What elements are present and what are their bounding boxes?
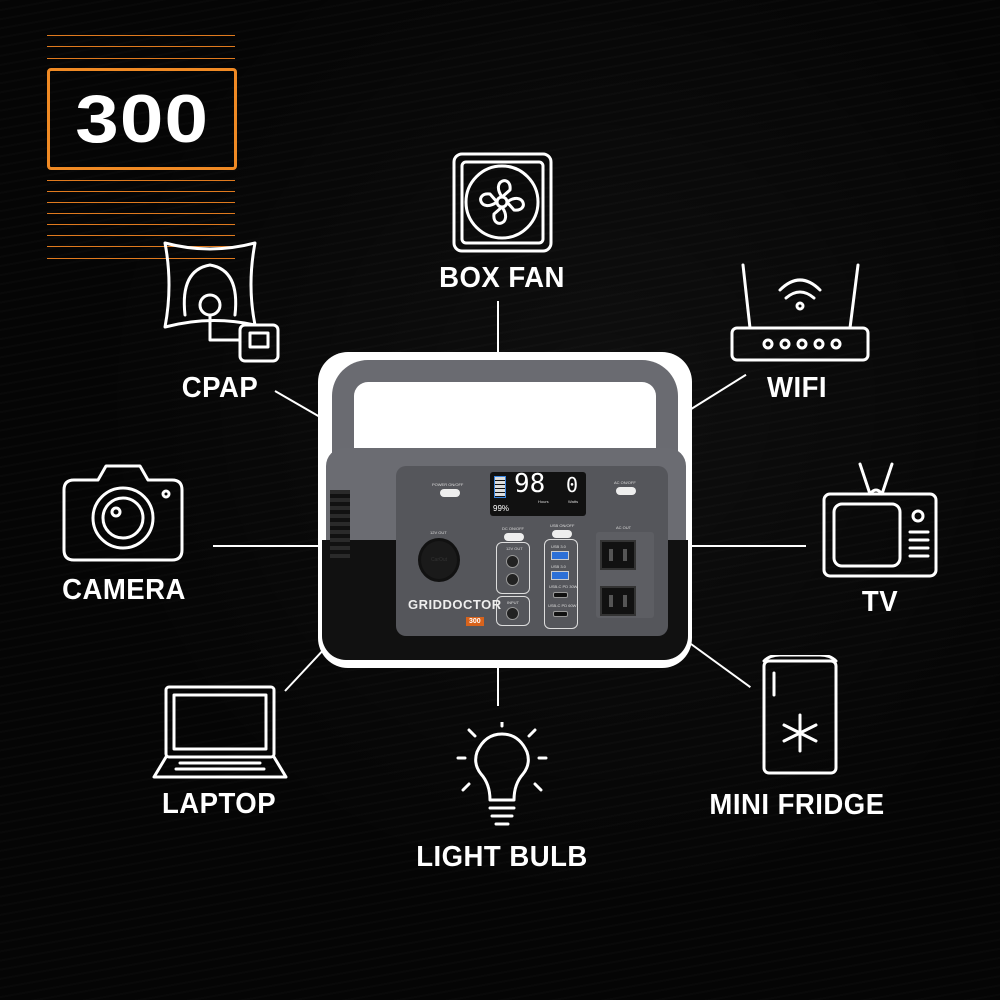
tv-icon [822,462,938,578]
car-socket[interactable]: CarOut [418,538,460,582]
label-tv: TV [861,586,899,618]
usbc1-label: USB-C PD 30W [549,584,578,589]
box-fan-icon [452,152,553,253]
light-bulb-icon [456,722,548,826]
cpap-icon [163,241,280,363]
label-wifi: WIFI [766,372,828,404]
usb-onoff-label: USB ON/OFF [550,523,575,528]
usb-a-port[interactable] [551,571,569,580]
usb-c-port[interactable] [553,611,568,617]
dc-out-label: 12V OUT [506,546,523,551]
lcd-display: 98 Hours 0 Watts 99% [490,469,586,516]
dc-port-group: 12V OUT [496,542,530,594]
usb-button[interactable] [552,530,572,538]
car-socket-cap-text: CarOut [430,557,448,563]
label-cpap: CPAP [181,372,259,404]
model-badge: 300 [47,68,237,170]
mini-fridge-icon [762,655,838,775]
hours-unit: Hours [538,499,549,504]
watts-value: 0 [566,473,579,497]
label-camera: CAMERA [62,574,186,606]
device-model-tag: 300 [466,617,484,626]
connector-line [686,545,806,547]
input-port[interactable] [506,607,519,620]
battery-icon [494,476,506,498]
usb2-label: USB 3.0 [551,564,566,569]
decor-stripe [47,258,235,259]
decor-stripe [47,235,235,236]
label-box-fan: BOX FAN [439,262,565,294]
car-out-label: 12V OUT [430,530,447,535]
usb-c-port[interactable] [553,592,568,598]
watts-unit: Watts [568,499,579,504]
label-laptop: LAPTOP [161,788,277,820]
laptop-icon [152,685,288,779]
ac-onoff-label: AC ON/OFF [614,480,636,485]
power-button[interactable] [440,489,460,497]
decor-stripe [47,46,235,47]
hours-value: 98 [514,469,546,499]
ac-button[interactable] [616,487,636,495]
decor-stripe [47,224,235,225]
camera-icon [62,464,184,562]
brand-logo: GRIDDOCTOR [408,597,502,612]
input-port-group: INPUT [496,596,530,626]
dc-button[interactable] [504,533,524,541]
ac-outlet[interactable] [600,586,636,616]
model-number: 300 [75,81,209,157]
device-handle [332,360,678,470]
ac-outlet[interactable] [600,540,636,570]
decor-stripe [47,246,235,247]
device-side-vents [330,490,350,560]
decor-stripe [47,213,235,214]
ac-out-label: AC OUT [616,525,632,530]
label-mini-fridge: MINI FRIDGE [709,789,885,821]
usbc2-label: USB-C PD 60W [548,603,577,608]
ac-outlet-panel [596,532,654,618]
power-label: POWER ON/OFF [432,482,464,487]
decor-stripe [47,191,235,192]
decor-stripe [47,58,235,59]
usb-port-group: USB 3.0 USB 3.0 USB-C PD 30W USB-C PD 60… [544,539,578,629]
decor-stripe [47,202,235,203]
device-front-panel: POWER ON/OFF AC ON/OFF 98 Hours 0 Watts … [396,466,668,636]
usb-a-port[interactable] [551,551,569,560]
usb1-label: USB 3.0 [551,544,566,549]
battery-percent: 99% [493,504,510,513]
decor-stripe [47,35,235,36]
dc-port[interactable] [506,573,519,586]
decor-stripe [47,180,235,181]
dc-onoff-label: DC ON/OFF [502,526,524,531]
connector-line [213,545,321,547]
wifi-router-icon [730,263,870,362]
dc-port[interactable] [506,555,519,568]
input-label: INPUT [507,600,519,605]
label-light-bulb: LIGHT BULB [416,841,588,873]
